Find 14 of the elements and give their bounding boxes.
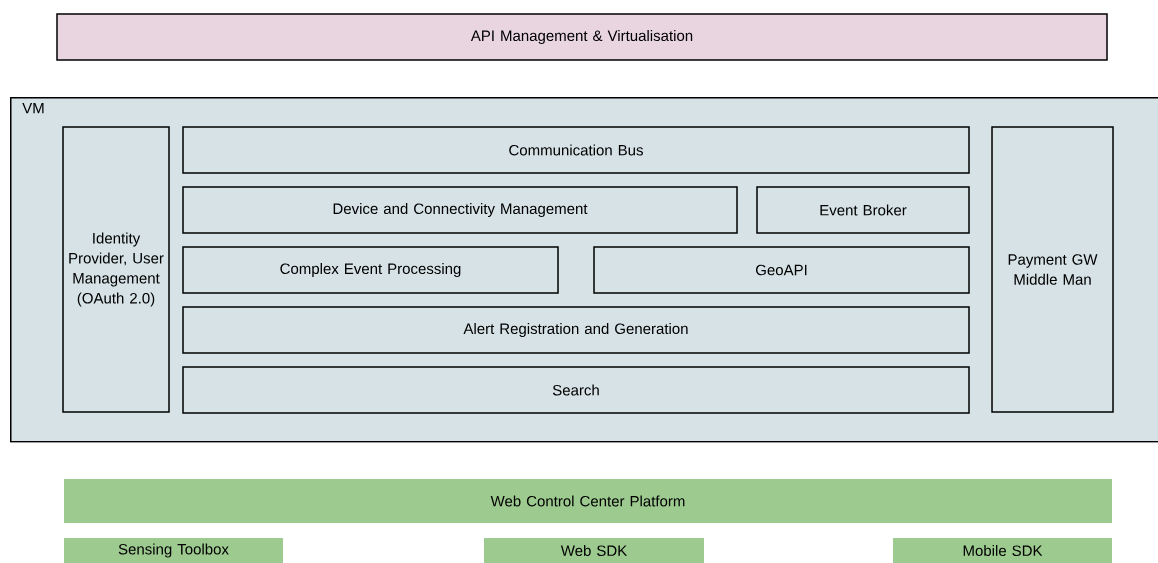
- module-box: Sensing Toolbox: [64, 538, 283, 563]
- sidebar-box: Identity Provider, User Management (OAuth 2.0): [62, 126, 170, 413]
- component-box: GeoAPI: [593, 246, 970, 294]
- component-box: Complex Event Processing: [182, 246, 559, 294]
- component-box: Device and Connectivity Management: [182, 186, 738, 234]
- module-box: Web SDK: [484, 538, 704, 563]
- api-layer-box: API Management & Virtualisation: [56, 13, 1108, 61]
- module-box: Mobile SDK: [893, 538, 1112, 563]
- component-box: Communication Bus: [182, 126, 970, 174]
- component-box: Search: [182, 366, 970, 414]
- component-box: Alert Registration and Generation: [182, 306, 970, 354]
- component-box: Event Broker: [756, 186, 970, 234]
- sidebar-box: Payment GW Middle Man: [991, 126, 1114, 413]
- platform-bar: Web Control Center Platform: [64, 479, 1112, 523]
